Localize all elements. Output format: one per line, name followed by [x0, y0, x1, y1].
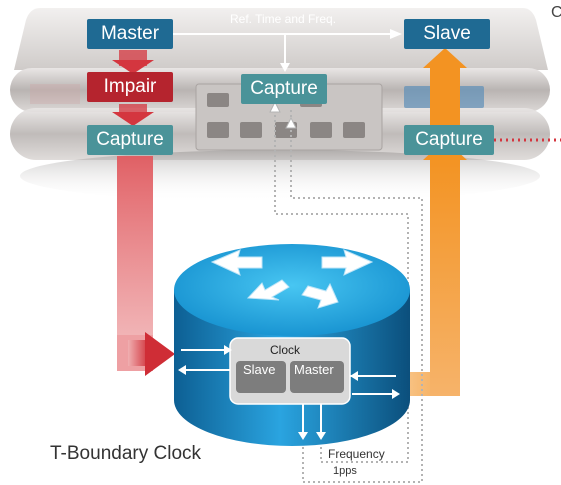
- impairment-path-arrow: [117, 156, 175, 376]
- clock-io-arrowheads: [178, 345, 400, 440]
- master-to-impair-arrow: [112, 50, 154, 74]
- capture-right-label: Capture: [415, 129, 483, 150]
- capture-left-label: Capture: [96, 129, 164, 150]
- capture-center-label: Capture: [250, 78, 318, 99]
- master-block: Master: [87, 19, 173, 49]
- router-arrows-icon: [210, 249, 374, 309]
- capture-left-block: Capture: [87, 125, 173, 155]
- capture-center-block: Capture: [241, 74, 327, 104]
- router-name: T-Boundary Clock: [50, 443, 202, 464]
- master-label: Master: [100, 23, 160, 44]
- impair-label: Impair: [103, 76, 157, 97]
- ref-time-label: Ref. Time and Freq.: [230, 12, 337, 26]
- clock-box: [229, 337, 351, 405]
- tap-arrowhead-2: [285, 116, 297, 129]
- pps-label: 1pps: [333, 465, 357, 477]
- capture-right-block: Capture: [404, 125, 494, 155]
- clock-master-label: Master: [294, 362, 334, 377]
- impair-block: Impair: [87, 72, 173, 102]
- ref-time-arrow: [173, 33, 390, 64]
- tap-arrowhead-1: [269, 100, 281, 113]
- clock-slave-label: Slave: [243, 362, 276, 377]
- ref-arrowhead-down: [280, 63, 290, 72]
- frequency-label: Frequency: [328, 447, 385, 461]
- impair-to-capture-arrow: [112, 104, 154, 126]
- clock-title: Clock: [270, 343, 301, 357]
- edge-letter: C: [551, 4, 561, 21]
- slave-label: Slave: [423, 23, 471, 44]
- ref-arrowhead-right: [390, 29, 402, 39]
- slave-block: Slave: [404, 19, 490, 49]
